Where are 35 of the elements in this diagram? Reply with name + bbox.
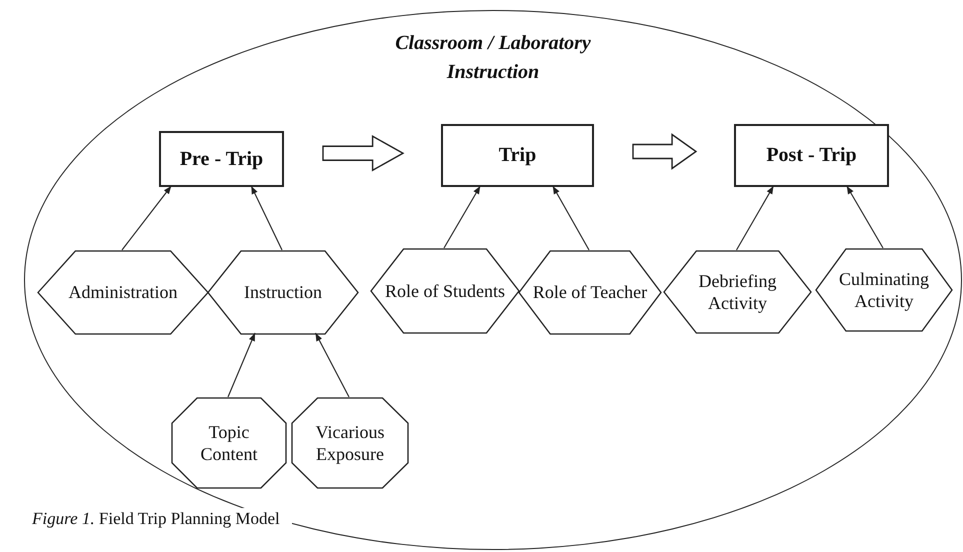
stage-label: Trip [498, 144, 536, 167]
arrow [228, 332, 256, 398]
node-label: Instruction [244, 281, 322, 304]
stage-label: Pre - Trip [180, 148, 264, 170]
node-label: Topic Content [200, 420, 258, 466]
node-label: Administration [68, 281, 178, 304]
arrow [846, 186, 884, 248]
hexagon-node [664, 251, 811, 333]
arrow [250, 186, 282, 250]
octagon-node [172, 398, 286, 488]
node-label: Vicarious Exposure [314, 420, 386, 466]
arrow [444, 186, 481, 248]
hexagon-node [38, 251, 208, 334]
arrow [736, 186, 774, 250]
node-label: Debriefing Activity [698, 270, 778, 314]
hexagon-node [519, 251, 661, 334]
block-arrow [632, 133, 698, 170]
node-label: Culminating Activity [838, 268, 930, 312]
stage-box [441, 124, 594, 187]
hexagon-node [208, 251, 358, 334]
hexagon-node [371, 249, 519, 333]
hexagon-node [816, 249, 952, 331]
octagon-node [292, 398, 408, 488]
arrow [552, 186, 590, 250]
node-label: Role of Students [385, 280, 505, 302]
stage-box [159, 131, 284, 187]
stage-label: Post - Trip [766, 144, 857, 167]
region-title: Classroom / Laboratory Instruction [394, 31, 592, 85]
figure-caption: Figure 1. Field Trip Planning Model [32, 508, 292, 529]
node-label: Role of Teacher [532, 281, 648, 304]
arrow [315, 332, 350, 398]
ellipse-region [24, 10, 962, 550]
arrow [122, 186, 172, 250]
block-arrow [322, 135, 404, 172]
stage-box [734, 124, 889, 187]
